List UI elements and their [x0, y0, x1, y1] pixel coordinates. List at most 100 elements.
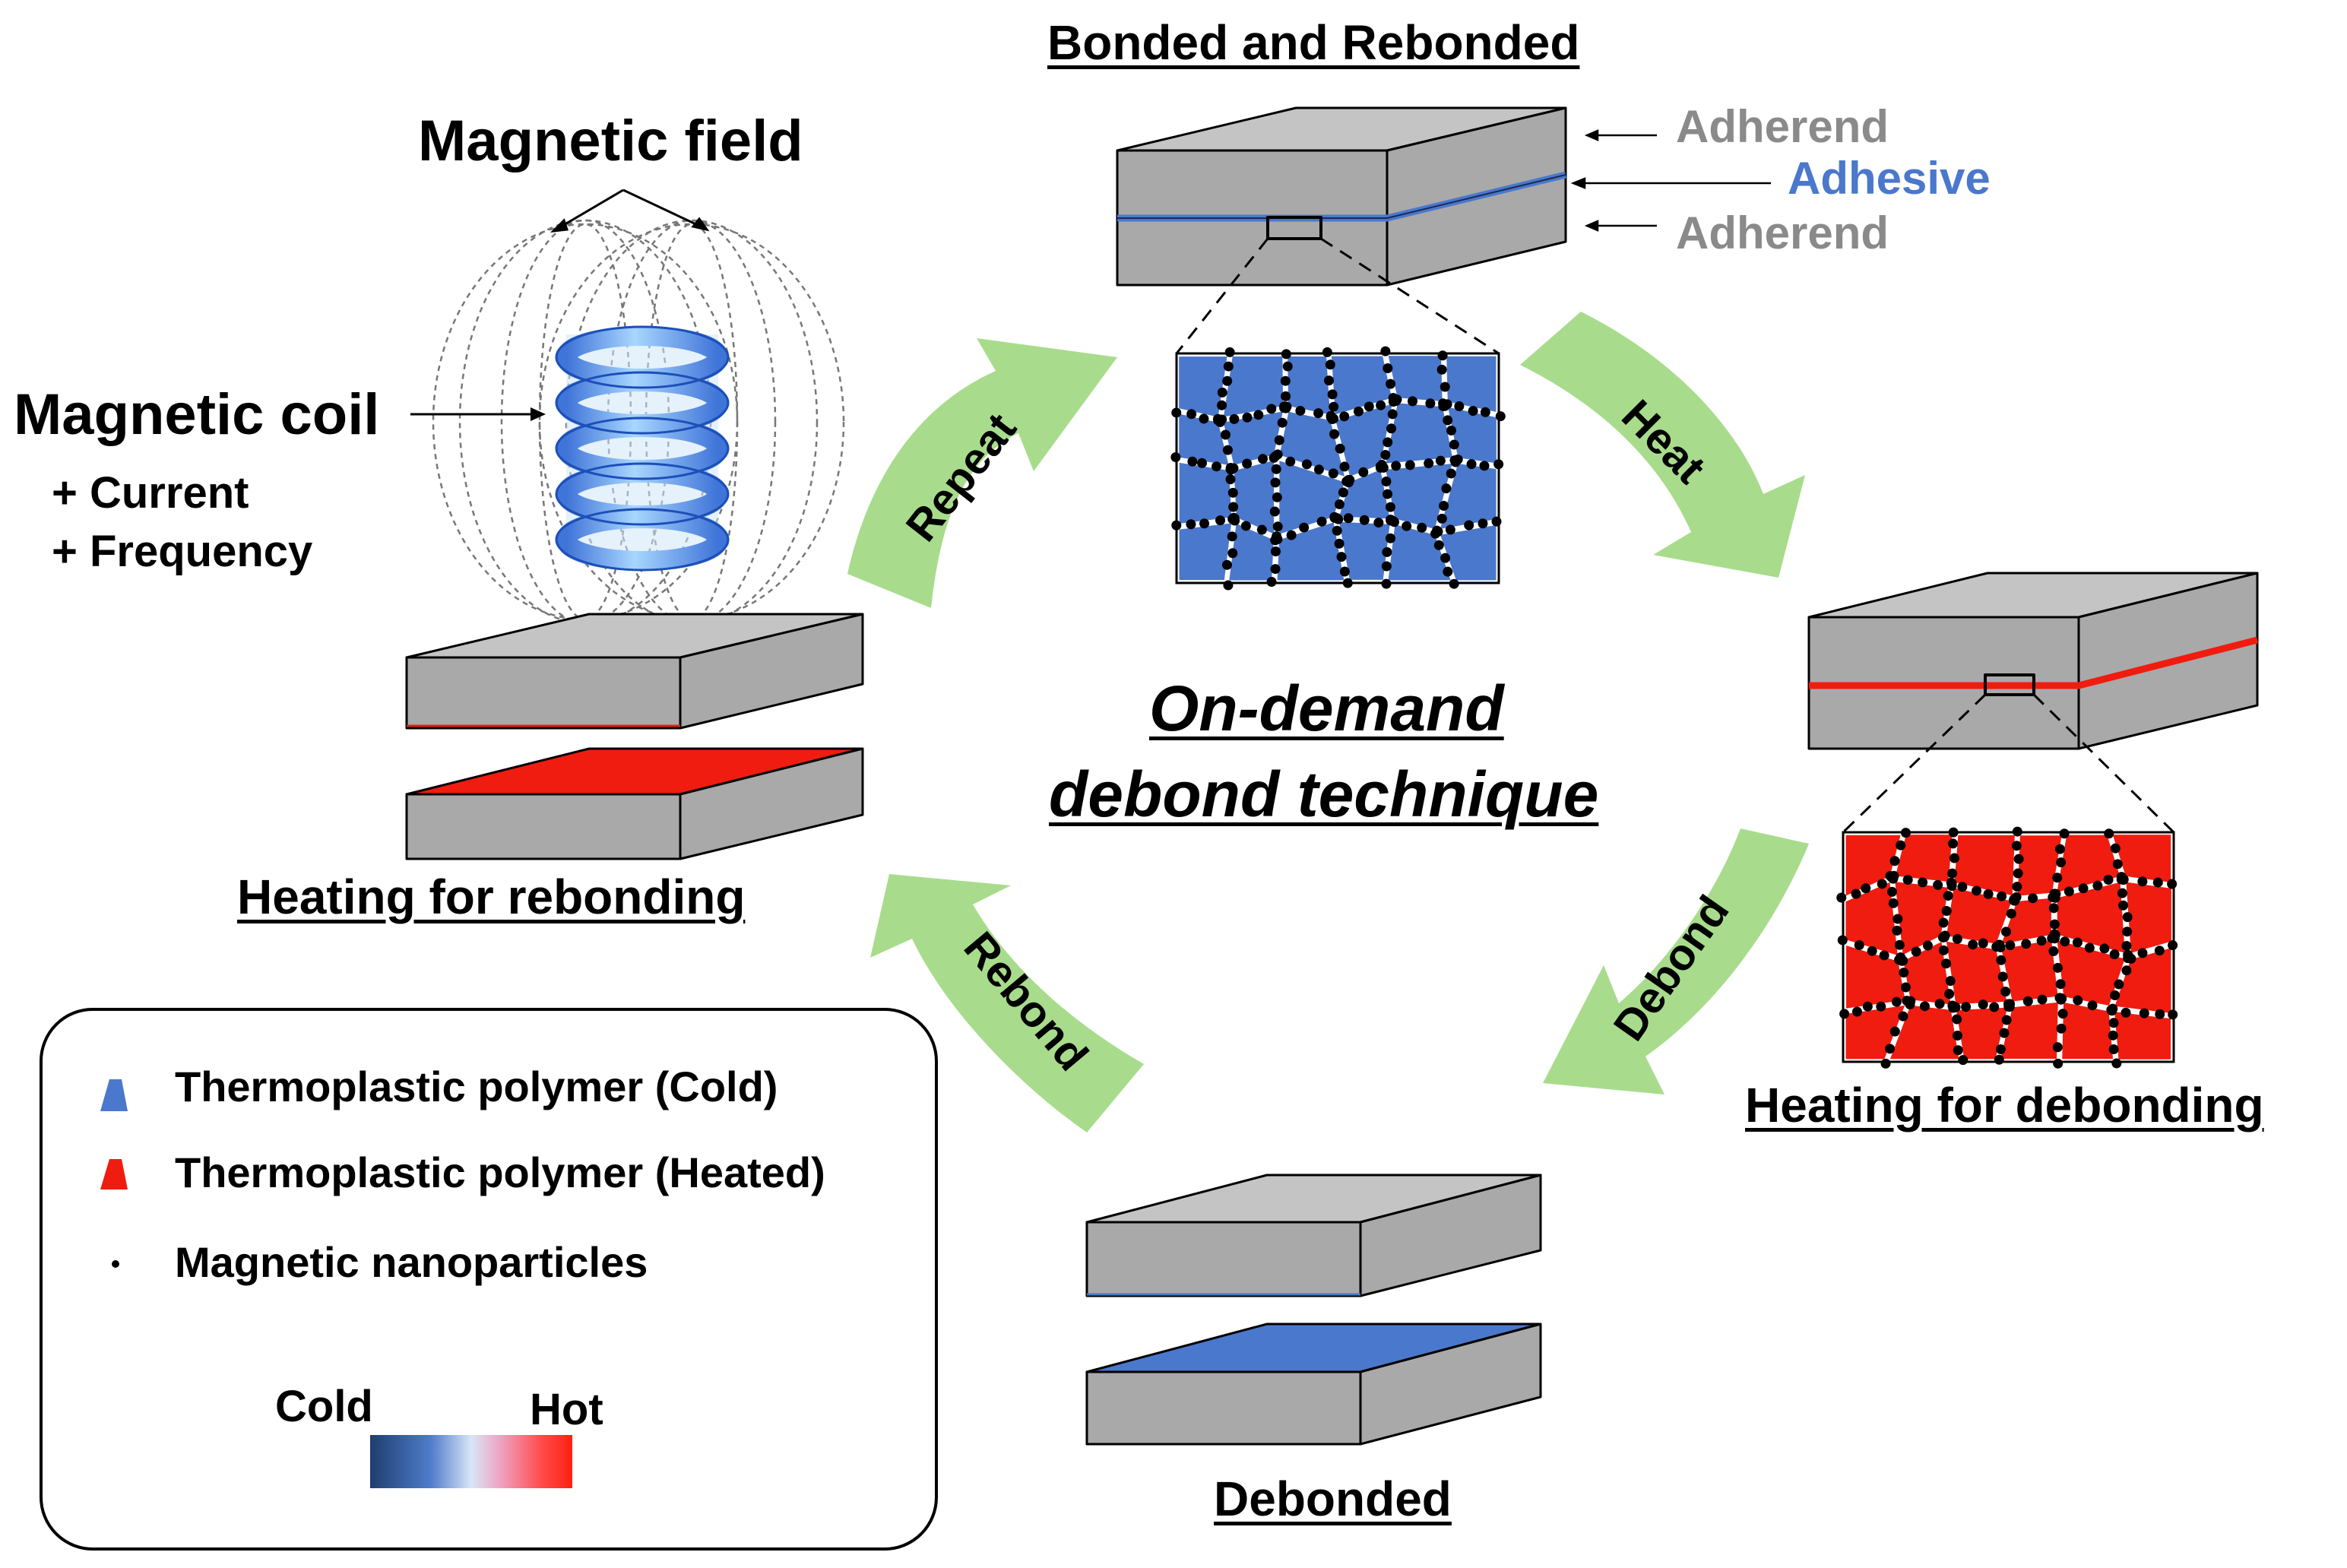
- nanoparticle-dot: [1946, 878, 1957, 889]
- adherend-top-label: Adherend: [1676, 101, 1889, 152]
- polymer-cell: [2114, 1012, 2171, 1060]
- nanoparticle-dot: [2121, 1007, 2131, 1018]
- legend-item-nanoparticles: Magnetic nanoparticles: [175, 1238, 648, 1286]
- polymer-cell: [1223, 411, 1283, 465]
- nanoparticle-dot: [1380, 346, 1391, 356]
- nanoparticle-dot: [2092, 880, 2103, 891]
- polymer-cell: [1279, 411, 1345, 477]
- nanoparticle-dot: [2110, 990, 2121, 1000]
- polymer-cell: [1448, 407, 1497, 464]
- nanoparticle-dot: [1386, 379, 1396, 389]
- nanoparticle-dot: [1877, 879, 1887, 889]
- polymer-cell: [1288, 356, 1330, 415]
- nanoparticle-dot: [1186, 409, 1197, 420]
- nanoparticle-dot: [1839, 1009, 1850, 1019]
- nanoparticle-dot: [1277, 417, 1288, 428]
- nanoparticle-dot: [1375, 461, 1386, 471]
- polymer-cell: [2112, 835, 2171, 883]
- nanoparticle-dot: [1943, 891, 1953, 901]
- temperature-scale-bar: [370, 1435, 572, 1488]
- nanoparticle-dot: [1861, 883, 1871, 894]
- nanoparticle-dot: [1437, 350, 1448, 361]
- nanoparticle-dot: [1280, 375, 1291, 386]
- nanoparticle-dot: [1892, 925, 1902, 936]
- nanoparticle-dot: [1332, 525, 1342, 536]
- nanoparticle-dot: [1227, 514, 1238, 524]
- nanoparticle-dot: [2022, 996, 2033, 1006]
- nanoparticle-dot: [1851, 1006, 1862, 1017]
- nanoparticle-dot: [1885, 1044, 1896, 1054]
- arrow-debond: Debond: [1543, 828, 1809, 1094]
- nanoparticle-dot: [1436, 513, 1447, 524]
- hot-microstructure-inset: [1836, 826, 2178, 1069]
- nanoparticle-dot: [2087, 1000, 2098, 1011]
- nanoparticle-dot: [1958, 1055, 1969, 1066]
- nanoparticle-dot: [1212, 461, 1222, 472]
- nanoparticle-dot: [1902, 996, 1912, 1006]
- nanoparticle-dot: [2117, 888, 2127, 898]
- nanoparticle-dot: [2054, 993, 2065, 1003]
- nanoparticle-dot: [1376, 400, 1386, 410]
- nanoparticle-dot: [1862, 1001, 1873, 1012]
- nanoparticle-dot: [2060, 936, 2070, 947]
- nanoparticle-dot: [1270, 477, 1281, 488]
- nanoparticle-dot: [1253, 410, 1264, 420]
- nanoparticle-dot: [1994, 1054, 2004, 1065]
- center-title-line1: On-demand: [1149, 673, 1504, 744]
- nanoparticle-dot: [1880, 1058, 1891, 1069]
- nanoparticle-dot: [1425, 398, 1436, 409]
- bonded-block: [1116, 106, 1567, 287]
- nanoparticle-dot: [1240, 521, 1251, 531]
- heated-block: [1807, 572, 2259, 750]
- nanoparticle-dot: [1329, 512, 1340, 522]
- nanoparticle-dot: [2108, 1044, 2119, 1055]
- nanoparticle-dot: [1435, 455, 1446, 466]
- nanoparticle-dot: [1978, 938, 1988, 949]
- nanoparticle-dot: [2139, 1008, 2149, 1018]
- nanoparticle-dot: [1441, 483, 1452, 494]
- coil-pointer-arrow: [410, 407, 546, 421]
- nanoparticle-dot: [1383, 363, 1393, 374]
- nanoparticle-dot: [2109, 949, 2120, 960]
- blue-polygon-icon: [100, 1079, 128, 1111]
- nanoparticle-dot: [2005, 940, 2016, 951]
- nanoparticle-dot: [1227, 548, 1238, 559]
- nanoparticle-dot: [1199, 518, 1210, 529]
- debonded-bottom-block: [1085, 1323, 1542, 1446]
- nanoparticle-dot: [1949, 853, 1959, 863]
- nanoparticle-dot: [1266, 576, 1277, 587]
- nanoparticle-dot: [2057, 1009, 2068, 1019]
- nanoparticle-dot: [2072, 937, 2083, 948]
- nanoparticle-dot: [1919, 1001, 1930, 1012]
- rebonding-bottom-block: [405, 747, 864, 860]
- adhesive-label: Adhesive: [1788, 153, 1991, 204]
- nanoparticle-dot: [1417, 522, 1427, 533]
- nanoparticle-dot: [1171, 520, 1182, 531]
- nanoparticle-dot: [1342, 578, 1353, 588]
- legend-item-cold: Thermoplastic polymer (Cold): [175, 1063, 778, 1110]
- nanoparticle-dot: [1242, 458, 1253, 469]
- nanoparticle-dot: [1334, 538, 1345, 549]
- nanoparticle-dot: [1215, 515, 1226, 526]
- nanoparticle-dot: [1329, 429, 1340, 439]
- nanoparticle-dot: [2111, 1058, 2122, 1069]
- nanoparticle-dot: [1446, 425, 1457, 436]
- nanoparticle-dot: [2051, 889, 2061, 899]
- scale-cold-label: Cold: [275, 1382, 373, 1431]
- nanoparticle-dot: [2056, 1023, 2067, 1034]
- nanoparticle-dot: [1989, 1002, 2000, 1012]
- polymer-cell: [1956, 1007, 2008, 1060]
- polymer-cell: [2001, 898, 2051, 945]
- polymer-cell: [1335, 404, 1392, 477]
- nanoparticle-dot: [1995, 1044, 2006, 1054]
- polymer-cell: [2017, 835, 2062, 896]
- polymer-cell: [2000, 1002, 2058, 1060]
- nanoparticle-dot: [1343, 477, 1354, 488]
- nanoparticle-dot: [1171, 407, 1182, 418]
- nanoparticle-dot: [2121, 940, 2132, 951]
- nanoparticle-dot: [1223, 361, 1234, 372]
- arrow-repeat: Repeat: [847, 338, 1117, 608]
- nanoparticle-dot: [1270, 546, 1281, 557]
- nanoparticle-dot: [1454, 401, 1465, 412]
- nanoparticle-dot: [1948, 827, 1959, 838]
